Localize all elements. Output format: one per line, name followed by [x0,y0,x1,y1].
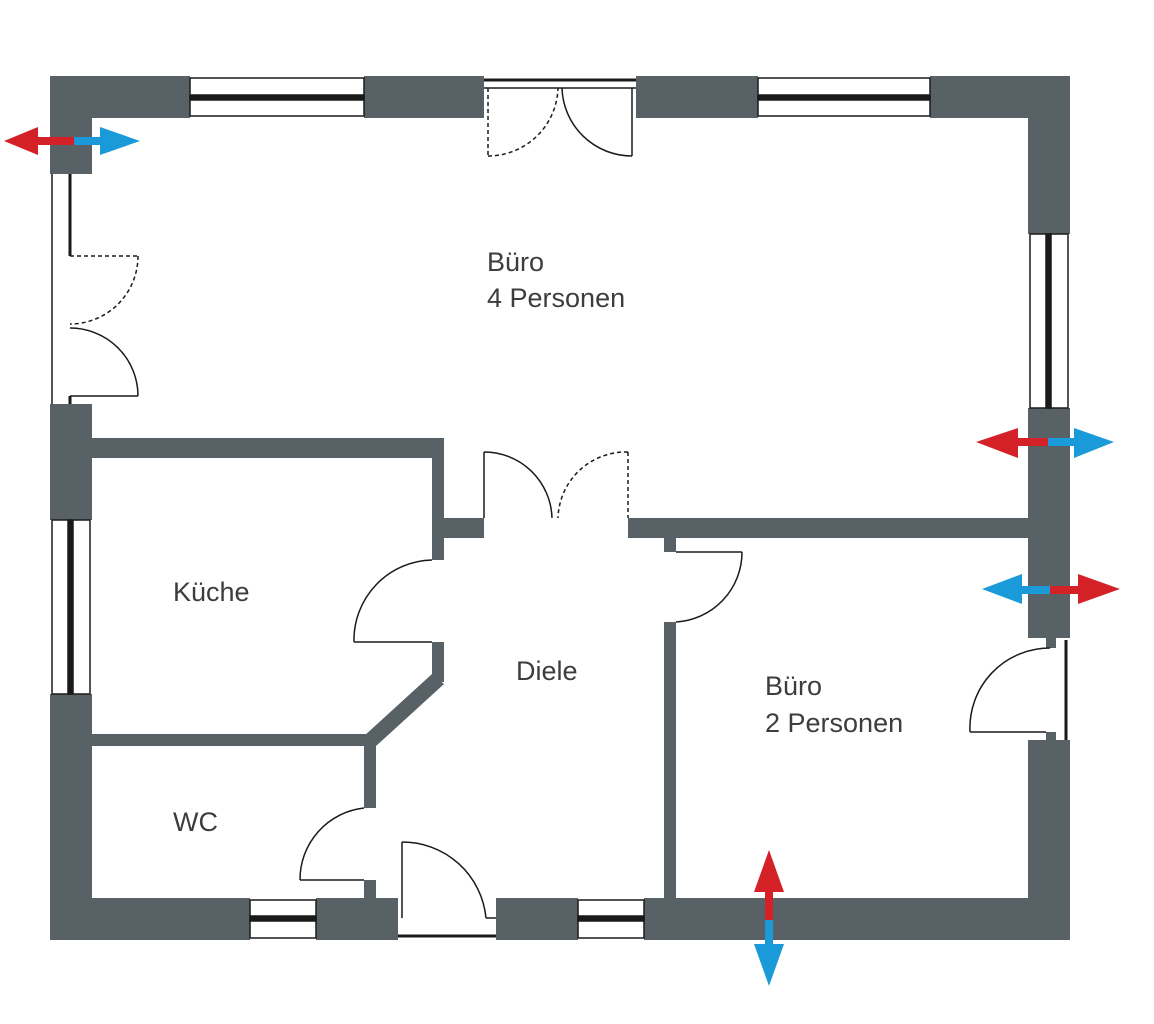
outer-wall-bottom-mid2 [496,898,578,940]
ventilation-arrow-right-upper [976,428,1114,458]
label-wc: WC [173,807,218,837]
wall-wc-right [364,740,376,808]
wall-kitchen-right-lower [432,642,444,682]
wall-diagonal [364,674,444,746]
wall-kitchen-top [92,438,444,458]
door-left-double [51,174,139,404]
label-buero-gross-detail: 4 Personen [487,283,625,313]
outer-wall-left-mid [50,404,92,520]
label-buero-klein-detail: 2 Personen [765,708,903,738]
outer-wall-right-mid [1028,408,1070,638]
wall-office-small-left [664,622,676,898]
wall-wc-top [92,734,376,746]
outer-wall-right-stub-top [1046,638,1056,648]
outer-wall-top-mid [364,76,484,118]
label-buero-klein-name: Büro [765,671,822,701]
windows [51,77,1069,939]
ventilation-arrow-right-lower [982,574,1120,604]
wall-office-small-left-stub [664,538,676,552]
door-kitchen [353,559,433,643]
outer-wall-left-top [50,76,92,174]
window-kitchen [51,519,91,695]
window-hall [577,899,645,939]
wall-office-small-top [628,518,1028,538]
label-diele: Diele [516,656,578,686]
ventilation-arrow-top-left [4,127,140,155]
door-small-office [675,551,743,623]
window-top-left [189,77,365,117]
door-wc [299,807,365,881]
label-buero-gross-name: Büro [487,247,544,277]
door-hall-office-double [483,451,629,519]
wall-hall-top-left [444,518,484,538]
window-right [1029,233,1069,409]
outer-wall-right-top [1028,76,1070,234]
wall-kitchen-right-top [432,438,444,560]
room-labels: Büro 4 Personen Küche Diele Büro 2 Perso… [173,247,903,837]
outer-wall-right-stub-bottom [1046,732,1056,742]
outer-wall-bottom-left [50,898,250,940]
door-small-office-right [969,640,1068,740]
wall-entry-left [376,898,398,918]
walls [50,76,1070,940]
window-wc [249,899,317,939]
ventilation-arrows [4,127,1120,986]
wall-wc-right-lower [364,880,376,898]
door-top-double [484,78,636,157]
outer-wall-bottom-right [644,898,1070,940]
doors [51,78,1068,938]
label-kueche: Küche [173,577,250,607]
window-top-right [757,77,931,117]
outer-wall-top-mid2 [636,76,758,118]
door-entry [398,841,496,938]
ventilation-arrow-bottom [754,850,784,986]
